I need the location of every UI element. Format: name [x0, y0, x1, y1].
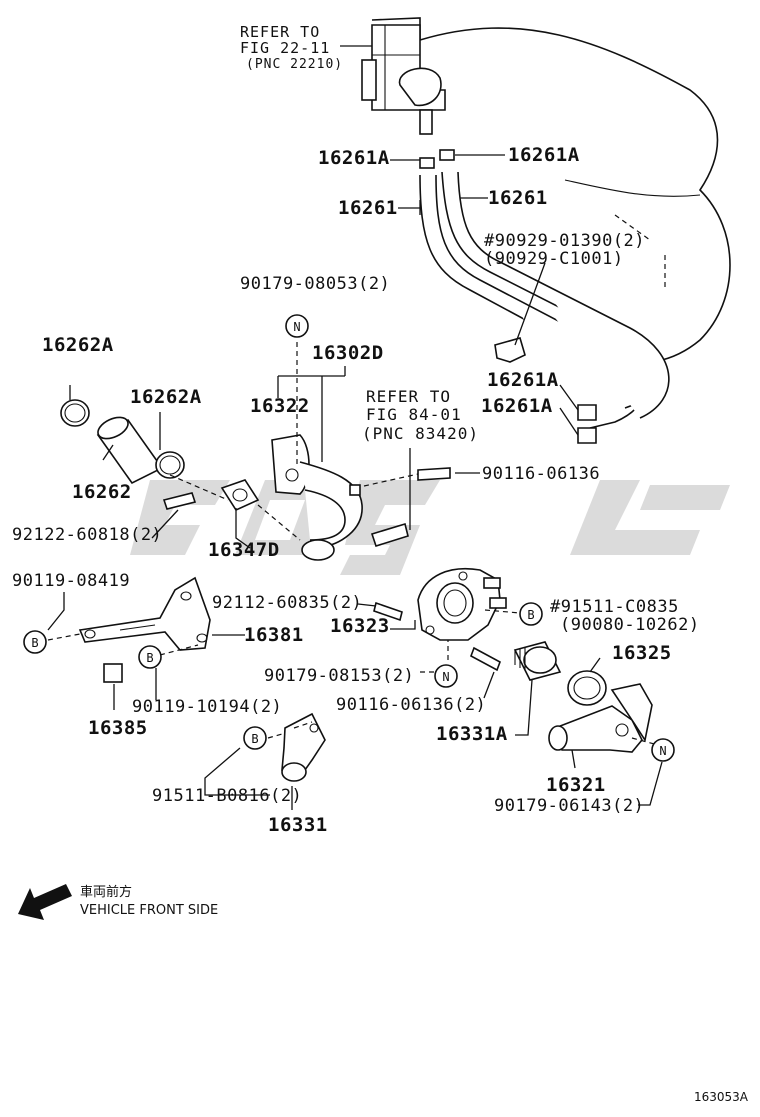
ref-2-line1: REFER TO	[366, 387, 451, 406]
callout-n-letter: N	[293, 320, 300, 334]
label-16262A: 16262A	[130, 386, 202, 408]
stud-90116-b	[470, 646, 501, 672]
label-16261A: 16261A	[508, 144, 580, 166]
label-16323: 16323	[330, 615, 390, 637]
arrow-down-left-icon	[18, 884, 72, 920]
label-90179-08153: 90179-08153(2)	[264, 666, 414, 686]
inlet-16321	[548, 683, 653, 753]
label-16331A: 16331A	[436, 723, 508, 745]
ref-1-line2: FIG 22-11	[240, 39, 330, 57]
label-90116-06136: 90116-06136(2)	[336, 695, 486, 715]
label-90929-c1001: (90929-C1001)	[484, 249, 624, 269]
callout-b-1: B	[23, 630, 47, 654]
callout-n-letter: N	[659, 744, 666, 758]
block-16385	[103, 663, 123, 683]
gasket-16325	[567, 670, 607, 706]
label-16385: 16385	[88, 717, 148, 739]
bracket-16381	[78, 576, 211, 651]
label-91511-c0835: #91511-C0835	[550, 597, 679, 617]
label-16325: 16325	[612, 642, 672, 664]
orientation-english: VEHICLE FRONT SIDE	[80, 903, 218, 918]
orientation-japanese: 車両前方	[80, 884, 132, 900]
label-16322: 16322	[250, 395, 310, 417]
diagram-id: 163053A	[694, 1090, 749, 1104]
label-90179-06143: 90179-06143(2)	[494, 796, 644, 816]
label-16261: 16261	[338, 197, 398, 219]
leader-lines	[47, 45, 663, 810]
label-16262: 16262	[72, 481, 132, 503]
gasket-16347D	[220, 479, 260, 512]
label-16302D: 16302D	[312, 342, 384, 364]
ref-2-line3: (PNC 83420)	[362, 424, 479, 443]
label-90179-08053: 90179-08053(2)	[240, 274, 390, 294]
callout-b-4: B	[243, 726, 267, 750]
label-16321: 16321	[546, 774, 606, 796]
label-90119-08419: 90119-08419	[12, 571, 130, 591]
callout-b-letter: B	[31, 636, 38, 650]
housing-16323	[417, 568, 507, 641]
label-16331: 16331	[268, 814, 328, 836]
label-92112-60835: 92112-60835(2)	[212, 593, 362, 613]
callout-n-2: N	[434, 664, 458, 688]
label-16262A: 16262A	[42, 334, 114, 356]
callout-b-letter: B	[251, 732, 258, 746]
label-16261: 16261	[488, 187, 548, 209]
pipe-16331	[281, 712, 326, 782]
label-16381: 16381	[244, 624, 304, 646]
label-16261A: 16261A	[487, 369, 559, 391]
label-90080-10262: (90080-10262)	[560, 615, 700, 635]
callout-b-letter: B	[527, 608, 534, 622]
label-90929-01390: #90929-01390(2)	[484, 231, 645, 251]
label-16261A: 16261A	[318, 147, 390, 169]
stud-92112	[373, 601, 403, 622]
callout-b-2: B	[138, 645, 162, 669]
callout-n-3: N	[651, 738, 675, 762]
watermark	[130, 480, 730, 575]
thermostat-16331A	[513, 641, 562, 681]
callout-n-1: N	[285, 314, 309, 338]
hose-16262	[60, 399, 185, 485]
ref-1-line3: (PNC 22210)	[246, 57, 343, 72]
label-16347D: 16347D	[208, 539, 280, 561]
callout-b-3: B	[519, 602, 543, 626]
callout-n-letter: N	[442, 670, 449, 684]
stud-92122	[162, 492, 197, 510]
label-16261A: 16261A	[481, 395, 553, 417]
label-92122-60818: 92122-60818(2)	[12, 525, 162, 545]
label-90116-06136: 90116-06136	[482, 464, 600, 484]
label-91511-b0816: 91511-B0816(2)	[152, 786, 302, 806]
ref-1-line1: REFER TO	[240, 23, 320, 41]
engine-body	[361, 17, 731, 364]
hose-16261	[419, 149, 670, 444]
pipe-16322	[271, 434, 451, 561]
callout-b-letter: B	[146, 651, 153, 665]
label-90119-10194: 90119-10194(2)	[132, 697, 282, 717]
ref-2-line2: FIG 84-01	[366, 405, 462, 424]
